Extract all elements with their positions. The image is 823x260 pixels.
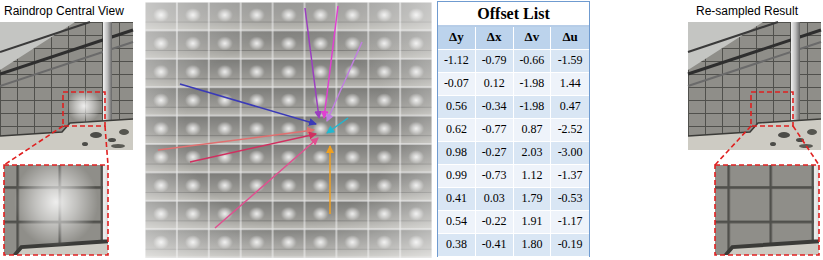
table-cell-text: 0.54	[446, 215, 467, 228]
table-cell: 0.41	[438, 188, 476, 211]
column-header-text: Δu	[562, 30, 577, 44]
table-cell-text: -0.41	[482, 238, 507, 251]
table-cell-text: 0.99	[446, 169, 467, 182]
table-cell: 1.79	[514, 188, 552, 211]
table-cell: -0.27	[476, 142, 514, 165]
table-title: Offset List	[438, 2, 589, 26]
table-cell: 0.54	[438, 211, 476, 234]
table-cell-text: 0.87	[521, 123, 542, 136]
table-cell-text: -0.34	[482, 100, 507, 113]
table-cell: -0.53	[551, 188, 589, 211]
table-title-text: Offset List	[477, 5, 549, 23]
table-cell-text: 0.47	[560, 100, 581, 113]
table-cell-text: -0.07	[444, 77, 469, 90]
table-cell: -0.07	[438, 73, 476, 96]
offset-arrows	[158, 6, 362, 228]
zoom-marker	[4, 92, 108, 255]
table-cell: 0.98	[438, 142, 476, 165]
result-photo	[688, 22, 821, 150]
table-cell: -0.22	[476, 211, 514, 234]
table-cell: 1.44	[551, 73, 589, 96]
table-cell-text: 1.80	[521, 238, 542, 251]
table-cell-text: -0.77	[482, 123, 507, 136]
table-cell: 0.38	[438, 234, 476, 257]
table-cell-text: 0.56	[446, 100, 467, 113]
table-cell: -2.52	[551, 119, 589, 142]
table-cell: 2.03	[514, 142, 552, 165]
table-cell-text: -0.79	[482, 54, 507, 67]
table-cell: -0.34	[476, 96, 514, 119]
table-cell: 0.56	[438, 96, 476, 119]
table-cell: -1.98	[514, 96, 552, 119]
table-cell: -1.98	[514, 73, 552, 96]
table-cell: 0.03	[476, 188, 514, 211]
table-cell: -0.41	[476, 234, 514, 257]
table-cell: -3.00	[551, 142, 589, 165]
column-header-text: Δx	[487, 30, 502, 44]
table-cell-text: -0.53	[558, 192, 583, 205]
table-cell-text: -1.98	[519, 100, 544, 113]
light-field-grid	[145, 2, 432, 258]
table-cell-text: -2.52	[558, 123, 583, 136]
table-cell-text: 0.38	[446, 238, 467, 251]
table-cell: -1.12	[438, 50, 476, 73]
table-cell: -0.77	[476, 119, 514, 142]
table-cell: -1.37	[551, 165, 589, 188]
table-cell-text: 1.91	[521, 215, 542, 228]
table-frame	[438, 2, 590, 257]
table-cell-text: 1.79	[521, 192, 542, 205]
table-cell: -1.59	[551, 50, 589, 73]
table-cell-text: 0.62	[446, 123, 467, 136]
table-cell: 0.87	[514, 119, 552, 142]
table-cell-text: 0.98	[446, 146, 467, 159]
table-cell-text: -0.22	[482, 215, 507, 228]
column-header: Δx	[476, 27, 514, 50]
table-cell: 1.12	[514, 165, 552, 188]
table-cell-text: 0.12	[484, 77, 505, 90]
table-cell-text: -1.37	[558, 169, 583, 182]
table-cell: 1.80	[514, 234, 552, 257]
table-cell-text: -1.12	[444, 54, 469, 67]
table-cell-text: -1.17	[558, 215, 583, 228]
column-header: Δv	[514, 27, 552, 50]
raindrop-photo	[0, 22, 133, 150]
table-cell-text: -0.73	[482, 169, 507, 182]
column-header: Δy	[438, 27, 476, 50]
zoom-marker	[715, 92, 819, 255]
table-cell-text: -1.98	[519, 77, 544, 90]
table-cell: 0.12	[476, 73, 514, 96]
table-cell-text: 1.12	[521, 169, 542, 182]
table-cell-text: 2.03	[521, 146, 542, 159]
table-cell: 0.62	[438, 119, 476, 142]
table-cell-text: -0.19	[558, 238, 583, 251]
column-header: Δu	[551, 27, 589, 50]
panel-title: Raindrop Central View	[4, 4, 136, 20]
table-cell-text: -1.59	[558, 54, 583, 67]
table-cell-text: 0.03	[484, 192, 505, 205]
panel-title-text: Re-sampled Result	[696, 5, 798, 18]
table-cell-text: -0.66	[519, 54, 544, 67]
table-cell: -0.66	[514, 50, 552, 73]
table-cell: 0.47	[551, 96, 589, 119]
table-cell-text: 0.41	[446, 192, 467, 205]
panel-title-text: Raindrop Central View	[4, 5, 124, 18]
table-cell: -0.79	[476, 50, 514, 73]
table-cell: -0.19	[551, 234, 589, 257]
panel-title: Re-sampled Result	[674, 4, 820, 20]
table-cell: 0.99	[438, 165, 476, 188]
table-cell-text: -3.00	[558, 146, 583, 159]
table-cell: -1.17	[551, 211, 589, 234]
table-cell: 1.91	[514, 211, 552, 234]
zoom-inset	[559, 0, 823, 260]
table-cell-text: -0.27	[482, 146, 507, 159]
table-cell: -0.73	[476, 165, 514, 188]
table-cell-text: 1.44	[560, 77, 581, 90]
column-header-text: Δy	[449, 30, 464, 44]
column-header-text: Δv	[525, 30, 540, 44]
